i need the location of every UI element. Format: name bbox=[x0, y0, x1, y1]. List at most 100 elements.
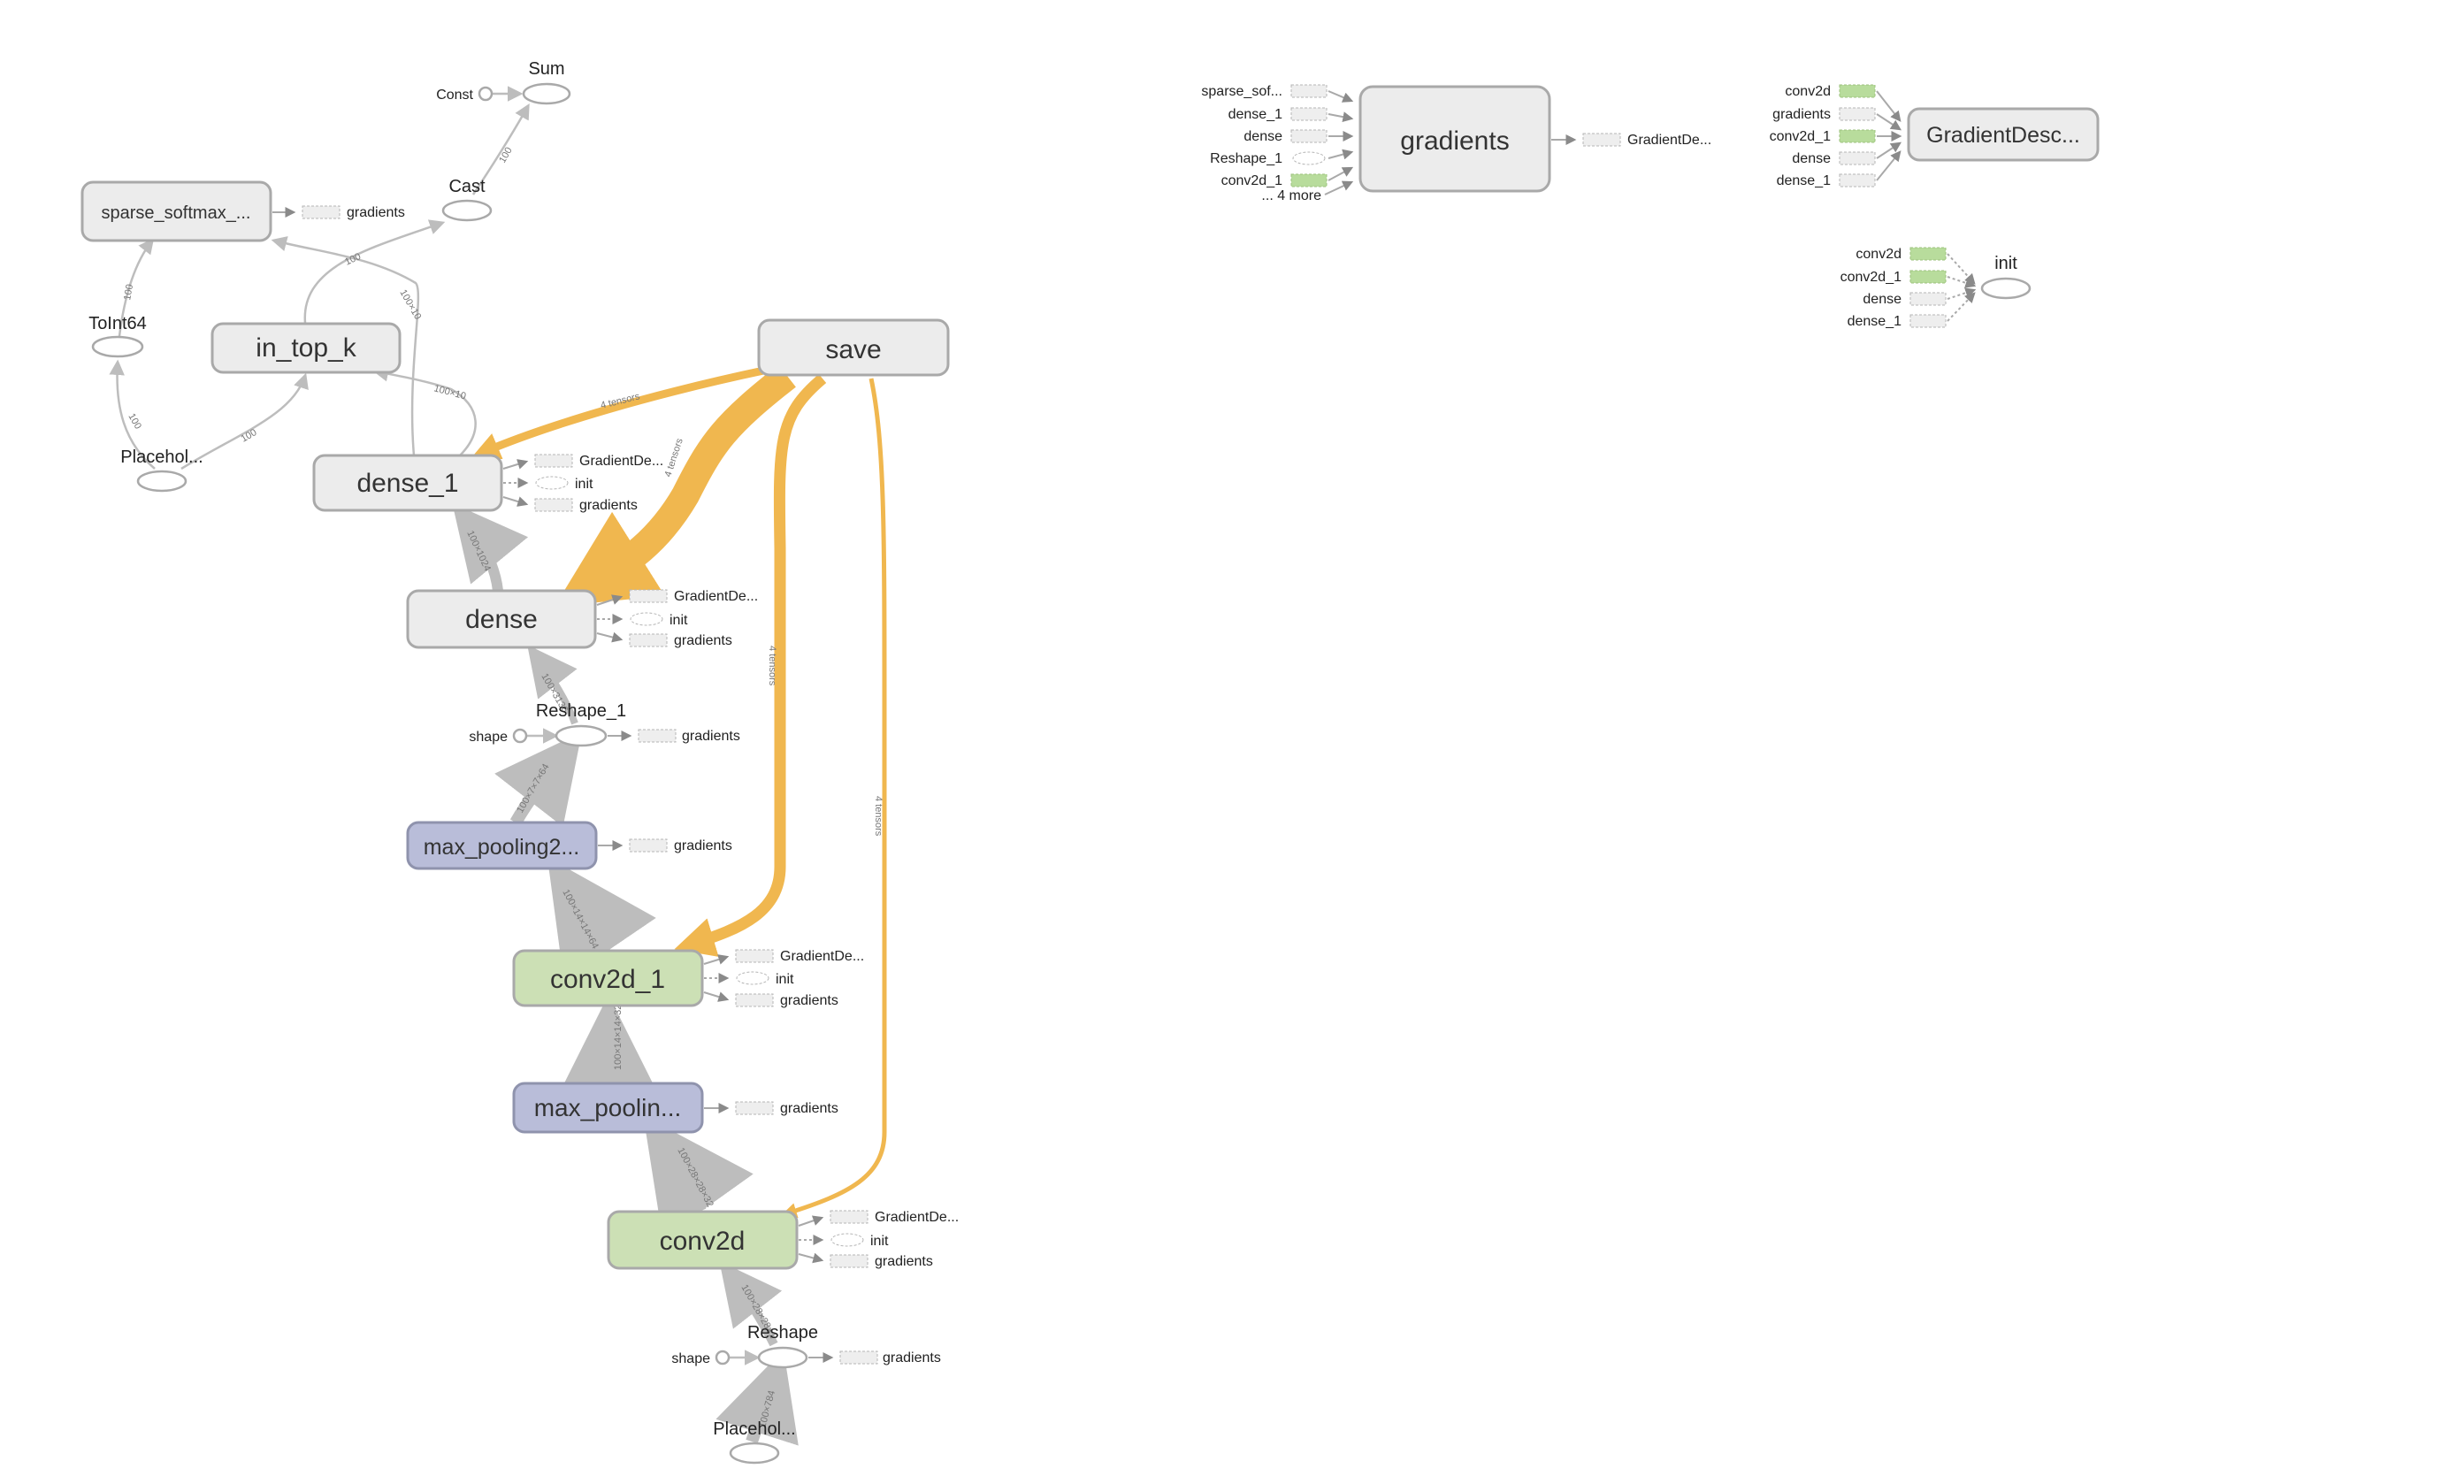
edge-label: 100×10 bbox=[432, 383, 467, 402]
edge-conv0-maxpool0 bbox=[643, 1115, 754, 1239]
aux-stub-gradients[interactable]: gradients bbox=[704, 1101, 838, 1116]
edge-label: 100×14×14×32 bbox=[613, 1005, 624, 1070]
node-toint64[interactable]: ToInt64 bbox=[88, 314, 147, 358]
node-label: Placehol... bbox=[120, 447, 203, 467]
aux-stub-gradientde[interactable]: GradientDe... bbox=[703, 949, 864, 965]
node-cast[interactable]: Cast bbox=[441, 177, 493, 222]
node-label: max_pooling2... bbox=[424, 835, 580, 860]
edge-reshape1-dense bbox=[527, 645, 578, 725]
init-inputs: conv2d conv2d_1 dense dense_1 bbox=[1840, 247, 1947, 329]
aux-label: GradientDe... bbox=[875, 1210, 959, 1225]
gd-input-item[interactable]: conv2d_1 bbox=[1770, 129, 1876, 144]
aux-stub-gradientde[interactable]: GradientDe... bbox=[502, 454, 663, 470]
node-save[interactable]: save bbox=[757, 318, 950, 377]
node-label: sparse_softmax_... bbox=[102, 203, 251, 223]
aux-stub-gradients[interactable]: gradients bbox=[608, 729, 740, 744]
aux-stub-gradients[interactable]: gradients bbox=[596, 631, 732, 648]
edge-placeholder-intopk bbox=[180, 372, 309, 470]
node-dense[interactable]: dense bbox=[406, 589, 597, 649]
aux-stub-gradientde[interactable]: GradientDe... bbox=[798, 1210, 959, 1227]
node-gradients[interactable]: gradients bbox=[1358, 85, 1551, 193]
input-label: conv2d_1 bbox=[1840, 270, 1902, 285]
edge-save-conv0 bbox=[781, 378, 887, 1219]
node-reshape[interactable]: Reshape bbox=[747, 1323, 818, 1369]
aux-stub-gradients[interactable]: gradients bbox=[502, 496, 638, 513]
aux-stub-init[interactable]: init bbox=[704, 971, 794, 987]
node-conv2d-1[interactable]: conv2d_1 bbox=[512, 949, 704, 1007]
gradients-input-item[interactable]: dense bbox=[1243, 129, 1328, 144]
edge-placeholder-toint64 bbox=[109, 359, 156, 470]
aux-label: gradients bbox=[883, 1350, 941, 1365]
aux-stub-init[interactable]: init bbox=[597, 612, 688, 628]
init-input-item[interactable]: conv2d_1 bbox=[1840, 270, 1947, 285]
node-reshape-1[interactable]: Reshape_1 bbox=[536, 701, 626, 747]
edge-save-conv1 bbox=[674, 374, 827, 957]
aux-stub-init[interactable]: init bbox=[503, 476, 593, 492]
gd-inputs: conv2d gradients conv2d_1 dense dense_1 bbox=[1770, 84, 1876, 188]
edge-intopk-cast bbox=[303, 219, 446, 324]
node-in-top-k[interactable]: in_top_k bbox=[210, 322, 402, 374]
input-label: gradients bbox=[1772, 107, 1831, 122]
aux-label: gradients bbox=[682, 729, 740, 744]
node-init[interactable]: init bbox=[1980, 254, 2032, 300]
edge-save-dense bbox=[555, 364, 796, 607]
aux-label: GradientDe... bbox=[780, 949, 864, 964]
edge-label: 100 bbox=[497, 146, 515, 165]
aux-stub-gradients[interactable]: gradients bbox=[808, 1350, 941, 1365]
gd-input-item[interactable]: dense bbox=[1792, 151, 1876, 166]
aux-stub-gradients[interactable]: gradients bbox=[703, 991, 838, 1008]
node-label: GradientDesc... bbox=[1926, 123, 2080, 148]
gradients-output[interactable]: GradientDe... bbox=[1551, 133, 1711, 148]
node-sparse-softmax[interactable]: sparse_softmax_... bbox=[80, 180, 272, 242]
node-label: dense_1 bbox=[356, 469, 458, 498]
node-dense-1[interactable]: dense_1 bbox=[312, 454, 503, 512]
gradients-input-item[interactable]: sparse_sof... bbox=[1201, 84, 1328, 99]
aux-stub-gradients[interactable]: gradients bbox=[272, 205, 405, 220]
node-max-pooling2d[interactable]: max_poolin... bbox=[512, 1082, 704, 1134]
ref-edges bbox=[471, 364, 887, 1219]
node-label: gradients bbox=[1400, 126, 1509, 156]
gradients-input-item[interactable]: Reshape_1 bbox=[1210, 151, 1326, 166]
edge-conv1-maxpool1 bbox=[547, 857, 656, 981]
gradients-more[interactable]: ... 4 more bbox=[1261, 188, 1321, 203]
input-label: dense bbox=[1243, 129, 1282, 144]
node-label: Cast bbox=[448, 177, 486, 196]
aux-label: gradients bbox=[347, 205, 405, 220]
node-placeholder-top[interactable]: Placehol... bbox=[120, 447, 203, 493]
input-label: dense_1 bbox=[1228, 107, 1282, 122]
aux-label: GradientDe... bbox=[579, 454, 663, 469]
input-label: conv2d_1 bbox=[1221, 173, 1282, 188]
aux-stub-gradients[interactable]: gradients bbox=[598, 838, 732, 853]
node-shape-0[interactable]: shape bbox=[671, 1350, 731, 1366]
edge-label: 100 bbox=[122, 283, 135, 301]
edge-label: 4 tensors bbox=[873, 796, 884, 837]
node-max-pooling2d-1[interactable]: max_pooling2... bbox=[406, 821, 598, 870]
node-conv2d[interactable]: conv2d bbox=[607, 1210, 799, 1270]
gradients-input-item[interactable]: conv2d_1 bbox=[1221, 173, 1328, 188]
node-gradient-descent[interactable]: GradientDesc... bbox=[1907, 107, 2100, 162]
init-input-edges bbox=[1947, 253, 1977, 322]
init-input-item[interactable]: dense bbox=[1863, 292, 1947, 307]
edge-cast-sum bbox=[471, 103, 530, 195]
aux-stub-gradients[interactable]: gradients bbox=[798, 1252, 933, 1269]
aux-stubs: gradients GradientDe... init gradients G… bbox=[272, 205, 959, 1365]
aux-stub-gradientde[interactable]: GradientDe... bbox=[596, 589, 758, 606]
gradients-input-item[interactable]: dense_1 bbox=[1228, 107, 1328, 122]
node-label: Placehol... bbox=[713, 1419, 795, 1439]
node-sum[interactable]: Sum bbox=[522, 59, 571, 105]
aux-stub-init[interactable]: init bbox=[799, 1233, 889, 1249]
node-label: init bbox=[1994, 254, 2017, 273]
edge-toint64-sparse bbox=[118, 238, 155, 337]
init-input-item[interactable]: conv2d bbox=[1856, 247, 1947, 262]
gd-input-item[interactable]: conv2d bbox=[1785, 84, 1876, 99]
gd-input-item[interactable]: gradients bbox=[1772, 107, 1876, 122]
aux-label: gradients bbox=[875, 1254, 933, 1269]
node-shape-1[interactable]: shape bbox=[469, 728, 528, 745]
node-placeholder-bottom[interactable]: Placehol... bbox=[713, 1419, 796, 1465]
init-input-item[interactable]: dense_1 bbox=[1848, 314, 1947, 329]
node-const[interactable]: Const bbox=[436, 86, 494, 103]
edge-maxpool1-reshape1 bbox=[494, 731, 583, 827]
aux-label: init bbox=[776, 972, 794, 987]
gd-input-item[interactable]: dense_1 bbox=[1777, 173, 1876, 188]
